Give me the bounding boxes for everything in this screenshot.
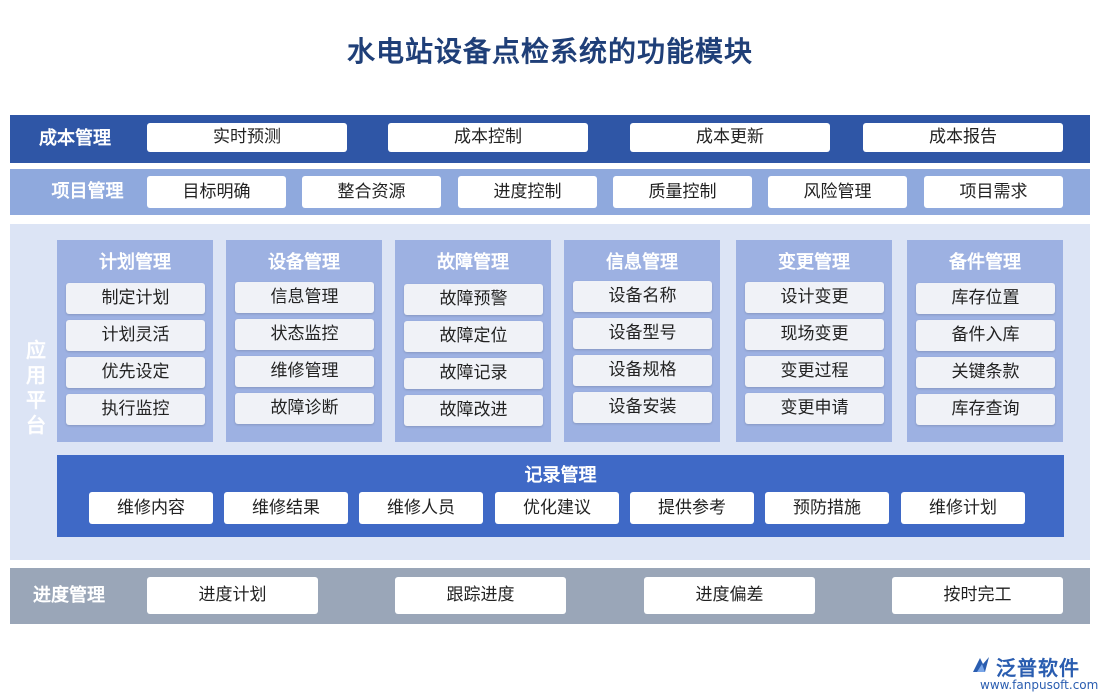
record-item: 优化建议: [495, 492, 619, 524]
application-platform-band: 应用平台 计划管理 制定计划 计划灵活 优先设定 执行监控 设备管理 信息管理 …: [10, 224, 1090, 560]
project-management-band: 项目管理 目标明确 整合资源 进度控制 质量控制 风险管理 项目需求: [10, 169, 1090, 215]
progress-item-schedule-deviation: 进度偏差: [644, 577, 815, 614]
module-item: 维修管理: [235, 356, 374, 387]
cost-item-cost-control: 成本控制: [388, 123, 588, 152]
module-item: 库存查询: [916, 394, 1055, 425]
module-item: 设备安装: [573, 392, 712, 423]
brand-url: www.fanpusoft.com: [980, 678, 1099, 692]
brand-mark-icon: [973, 657, 989, 672]
record-item: 维修计划: [901, 492, 1025, 524]
page-title: 水电站设备点检系统的功能模块: [346, 35, 753, 68]
progress-item-track-progress: 跟踪进度: [395, 577, 566, 614]
record-item: 维修人员: [359, 492, 483, 524]
module-item: 关键条款: [916, 357, 1055, 388]
record-item: 维修内容: [89, 492, 213, 524]
module-title: 变更管理: [778, 252, 850, 273]
project-item-clear-goals: 目标明确: [147, 176, 286, 208]
module-spare-parts-management: 备件管理 库存位置 备件入库 关键条款 库存查询: [907, 240, 1063, 442]
brand-logo: 泛普软件 www.fanpusoft.com: [962, 652, 1099, 696]
module-item: 执行监控: [66, 394, 205, 425]
record-item: 预防措施: [765, 492, 889, 524]
module-item: 制定计划: [66, 283, 205, 314]
module-equipment-management: 设备管理 信息管理 状态监控 维修管理 故障诊断: [226, 240, 382, 442]
module-item: 设计变更: [745, 282, 884, 313]
module-title: 计划管理: [99, 252, 171, 273]
module-item: 优先设定: [66, 357, 205, 388]
brand-name: 泛普软件: [996, 656, 1080, 680]
module-item: 故障记录: [404, 358, 543, 389]
module-item: 故障预警: [404, 284, 543, 315]
module-item: 库存位置: [916, 283, 1055, 314]
cost-item-cost-report: 成本报告: [863, 123, 1063, 152]
module-item: 备件入库: [916, 320, 1055, 351]
module-item: 故障诊断: [235, 393, 374, 424]
progress-management-label: 进度管理: [33, 585, 105, 606]
module-item: 设备规格: [573, 355, 712, 386]
module-title: 备件管理: [949, 252, 1021, 273]
cost-management-band: 成本管理 实时预测 成本控制 成本更新 成本报告: [10, 115, 1090, 163]
record-management-title: 记录管理: [524, 465, 597, 486]
module-item: 变更申请: [745, 393, 884, 424]
progress-item-schedule-plan: 进度计划: [147, 577, 318, 614]
module-information-management: 信息管理 设备名称 设备型号 设备规格 设备安装: [564, 240, 720, 442]
module-item: 设备型号: [573, 318, 712, 349]
module-fault-management: 故障管理 故障预警 故障定位 故障记录 故障改进: [395, 240, 551, 442]
module-item: 变更过程: [745, 356, 884, 387]
project-item-integrate-resources: 整合资源: [302, 176, 441, 208]
module-title: 信息管理: [606, 252, 678, 273]
module-item: 故障改进: [404, 395, 543, 426]
module-title: 故障管理: [437, 252, 509, 273]
project-item-quality-control: 质量控制: [613, 176, 752, 208]
module-item: 状态监控: [235, 319, 374, 350]
cost-management-label: 成本管理: [39, 128, 111, 149]
record-management-band: 记录管理 维修内容 维修结果 维修人员 优化建议 提供参考 预防措施 维修计划: [57, 455, 1064, 537]
module-item: 故障定位: [404, 321, 543, 352]
application-platform-label: 应用平台: [26, 338, 46, 437]
module-item: 计划灵活: [66, 320, 205, 351]
project-item-schedule-control: 进度控制: [458, 176, 597, 208]
module-item: 信息管理: [235, 282, 374, 313]
record-item: 维修结果: [224, 492, 348, 524]
module-plan-management: 计划管理 制定计划 计划灵活 优先设定 执行监控: [57, 240, 213, 442]
module-item: 设备名称: [573, 281, 712, 312]
cost-item-cost-update: 成本更新: [630, 123, 830, 152]
project-item-project-requirements: 项目需求: [924, 176, 1063, 208]
project-management-label: 项目管理: [51, 181, 124, 202]
record-item: 提供参考: [630, 492, 754, 524]
project-item-risk-management: 风险管理: [768, 176, 907, 208]
progress-item-on-time-completion: 按时完工: [892, 577, 1063, 614]
module-change-management: 变更管理 设计变更 现场变更 变更过程 变更申请: [736, 240, 892, 442]
module-title: 设备管理: [268, 252, 340, 273]
cost-item-realtime-forecast: 实时预测: [147, 123, 347, 152]
module-item: 现场变更: [745, 319, 884, 350]
progress-management-band: 进度管理 进度计划 跟踪进度 进度偏差 按时完工: [10, 568, 1090, 624]
